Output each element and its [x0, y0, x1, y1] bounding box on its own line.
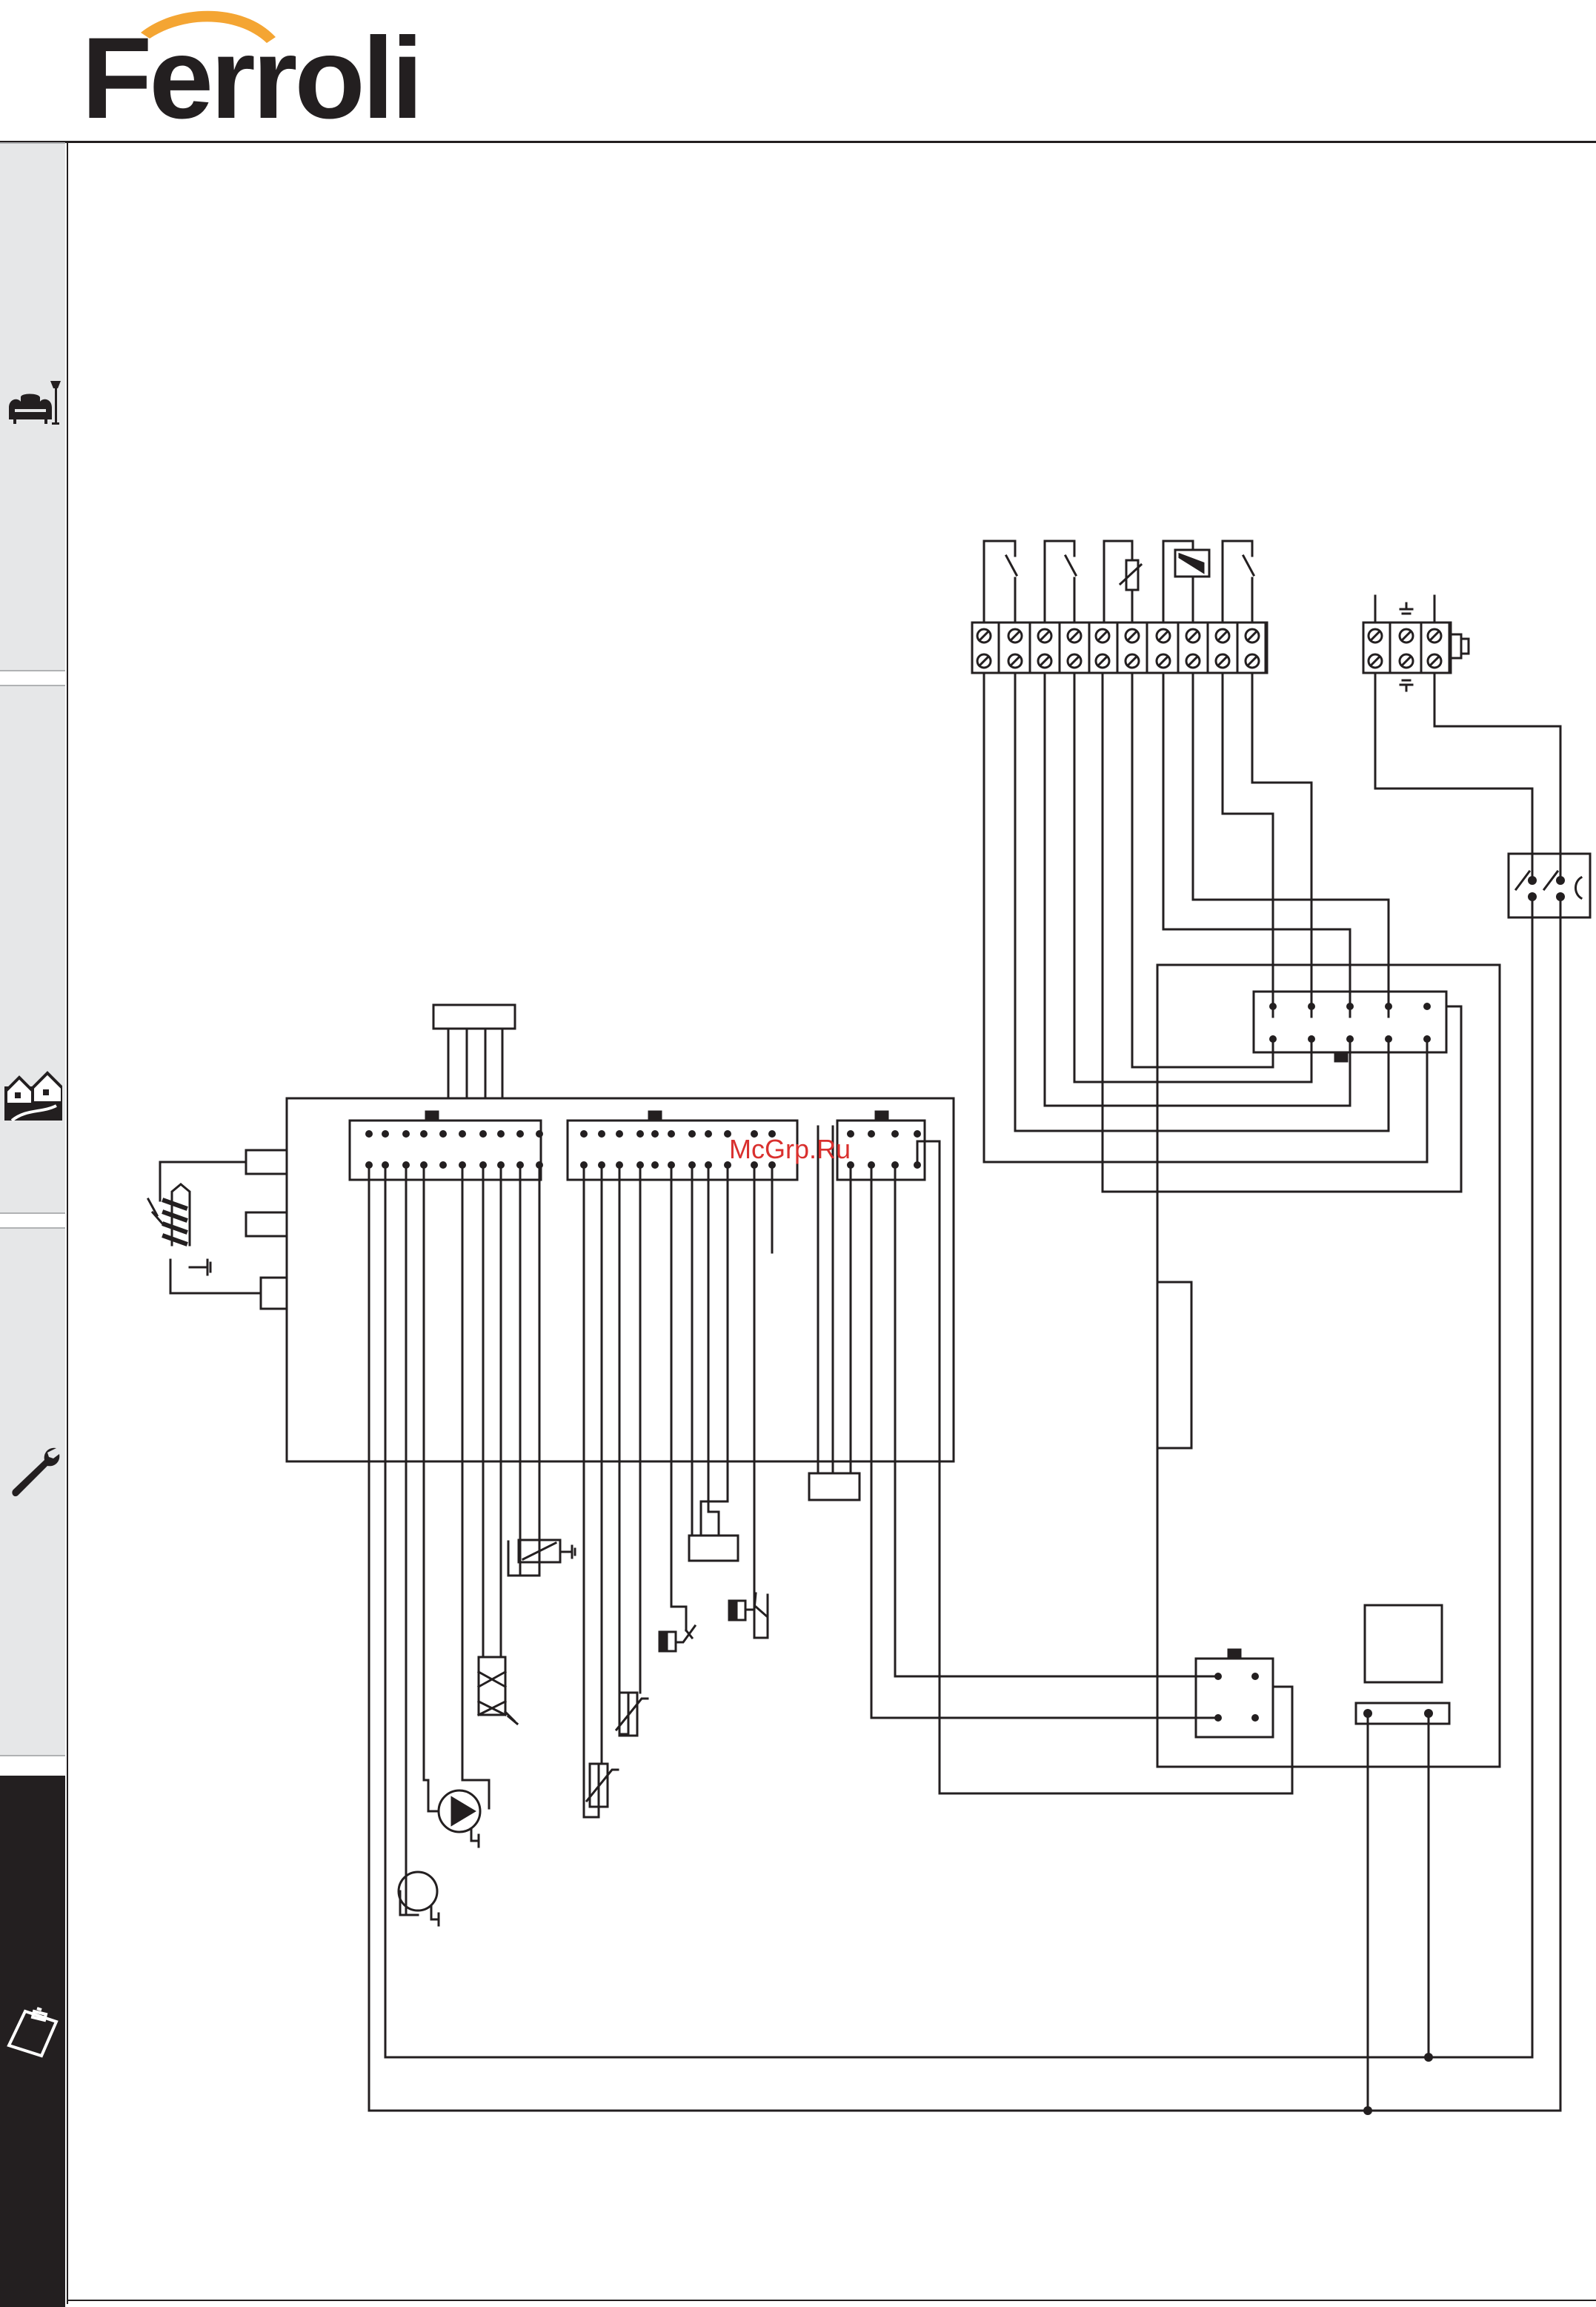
pin-dot [439, 1161, 447, 1169]
ntc-sensor-1-icon [587, 1764, 618, 1807]
screw-slot [1402, 631, 1411, 640]
pin-dot [914, 1130, 921, 1138]
fan-icon [399, 1872, 439, 1925]
junction-dot [1528, 892, 1537, 901]
watermark: McGrp.Ru [729, 1134, 851, 1165]
pin-dot [705, 1130, 712, 1138]
transformer-box [1356, 1605, 1449, 2111]
pin-dot [459, 1130, 466, 1138]
screw-slot [1011, 657, 1020, 665]
pin-dot [420, 1130, 428, 1138]
pin-dot [668, 1130, 675, 1138]
pin-dot [479, 1130, 487, 1138]
screw-slot [980, 631, 988, 640]
terminal-strip-power [1363, 596, 1469, 691]
screw-slot [1248, 657, 1257, 665]
block2-wires [584, 1165, 772, 1817]
pump-icon [428, 1780, 480, 1847]
ntc-sensor-2-icon [616, 1693, 648, 1736]
junction-dot [1556, 892, 1565, 901]
screw-slot [1098, 657, 1107, 665]
top-connector [433, 1005, 515, 1029]
pin-dot [536, 1130, 543, 1138]
pin-dot [651, 1130, 659, 1138]
junction-dot [1424, 2053, 1433, 2062]
screw-slot [1218, 657, 1227, 665]
switch-2-icon [1045, 541, 1076, 623]
screw-slot [1098, 631, 1107, 640]
screw-slot [1430, 631, 1439, 640]
switch-5-icon [1223, 541, 1254, 623]
pin-dot [497, 1130, 505, 1138]
screw-slot [1430, 657, 1439, 665]
junction-dot [1363, 2106, 1372, 2115]
power-terminal-screws [1369, 623, 1449, 673]
screw-slot [1371, 657, 1380, 665]
pin-dot [1423, 1003, 1431, 1010]
screw-slot [1128, 657, 1137, 665]
screw-slot [1188, 657, 1197, 665]
block1-wires [369, 1165, 539, 2111]
top-connector-wires [448, 1029, 502, 1098]
block3-wires [809, 1126, 1292, 1793]
loop-wire [1157, 965, 1500, 1767]
screw-slot [1040, 631, 1049, 640]
pin-dot [439, 1130, 447, 1138]
screw-slot [1218, 631, 1227, 640]
strip-wires [984, 673, 1427, 1162]
pressure-switch-icon [659, 1626, 695, 1651]
modulator-coil-icon [479, 1657, 517, 1724]
pin-dot [651, 1161, 659, 1169]
screw-slot [1159, 657, 1168, 665]
pin-dot [616, 1130, 623, 1138]
junction-dot [1424, 1709, 1433, 1718]
screw-slot [1011, 631, 1020, 640]
screw-slot [1248, 631, 1257, 640]
pin-dot [891, 1130, 899, 1138]
junction-dot [1528, 876, 1537, 885]
pin-dot [598, 1130, 605, 1138]
pin-dot [382, 1130, 389, 1138]
connector-pins [365, 1003, 1431, 1722]
pin-dot [516, 1130, 524, 1138]
screw-slot [1371, 631, 1380, 640]
external-probe-icon [1104, 541, 1141, 623]
screw-slot [1128, 631, 1137, 640]
main-switch-icon [1375, 673, 1590, 2111]
pin-dot [688, 1130, 696, 1138]
screw-slot [980, 657, 988, 665]
room-thermostat-switch-icon [984, 541, 1017, 623]
screw-slot [1070, 631, 1079, 640]
screw-slot [1040, 657, 1049, 665]
screw-slot [1159, 631, 1168, 640]
pin-dot [365, 1130, 373, 1138]
return-wires [369, 2057, 1560, 2111]
screw-slot [1070, 657, 1079, 665]
ignition-electrode-icon [148, 1184, 210, 1275]
remote-control-icon [1163, 541, 1209, 623]
pin-dot [1251, 1673, 1259, 1680]
pin-dot [636, 1130, 644, 1138]
gas-valve-solenoid-icon [508, 1540, 575, 1576]
limit-thermostat-icon [729, 1593, 768, 1638]
connector-block-1 [350, 1112, 541, 1180]
pin-dot [1251, 1714, 1259, 1722]
screw-slot [1188, 631, 1197, 640]
junction-dot [1363, 1709, 1372, 1718]
screw-slot [1402, 657, 1411, 665]
junction-dot [1556, 876, 1565, 885]
pin-dot [580, 1130, 588, 1138]
junction-dots [1363, 876, 1565, 2115]
pin-dot [868, 1130, 875, 1138]
four-pin-connector [1196, 1650, 1273, 1737]
flow-sensor-icon [689, 1536, 738, 1561]
terminal-screws [977, 623, 1267, 673]
pin-dot [402, 1130, 410, 1138]
